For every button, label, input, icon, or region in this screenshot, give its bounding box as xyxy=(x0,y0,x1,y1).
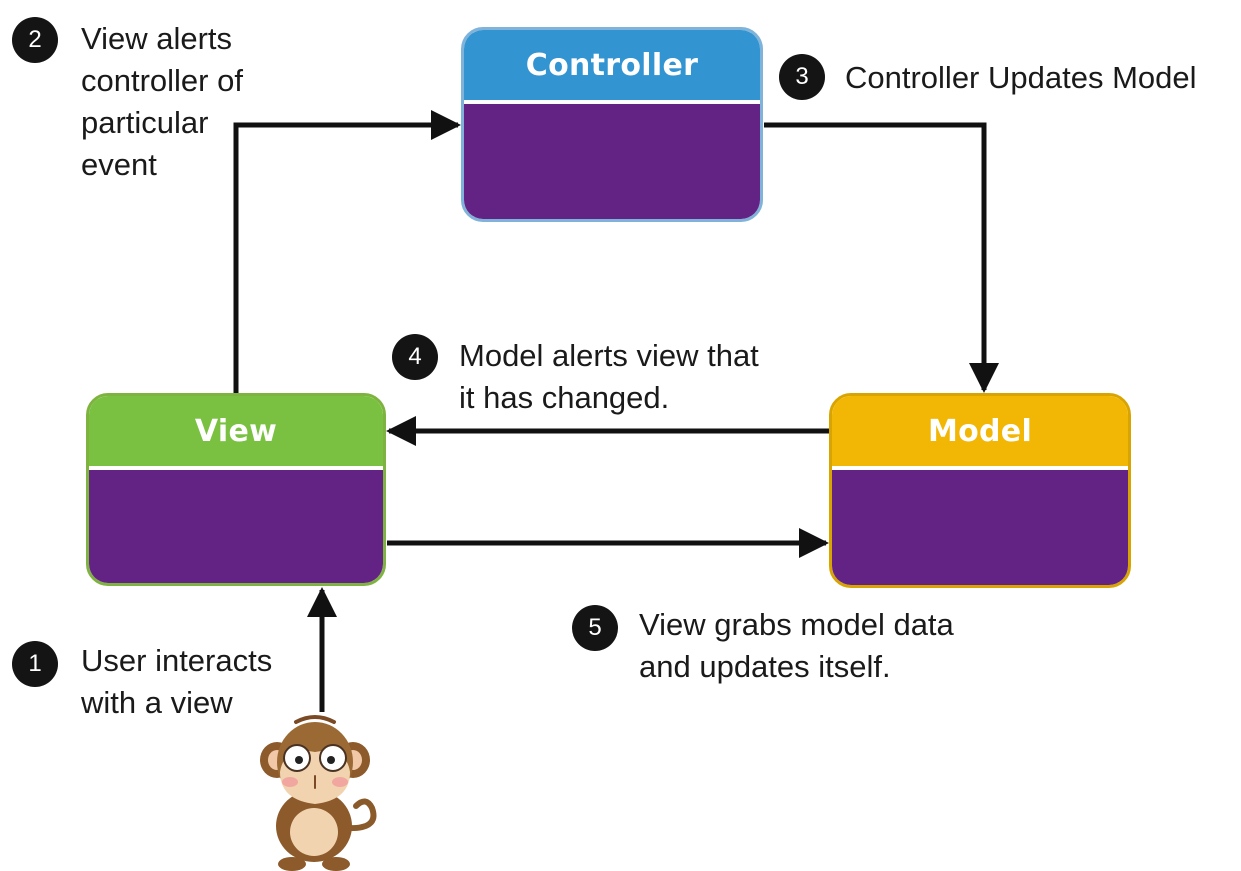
step-1-badge: 1 xyxy=(12,641,58,687)
step-5-line: and updates itself. xyxy=(639,649,891,684)
view-box: View xyxy=(86,393,386,586)
step-2-line: View alerts xyxy=(81,21,233,56)
step-5-line: View grabs model data xyxy=(639,607,954,642)
step-2-line: particular xyxy=(81,105,209,140)
step-3-badge: 3 xyxy=(779,54,825,100)
step-1-line: with a view xyxy=(81,685,233,720)
step-2-badge: 2 xyxy=(12,17,58,63)
step-5-label: View grabs model data and updates itself… xyxy=(639,604,954,688)
arrow-view-to-controller xyxy=(233,110,461,393)
step-3-line: Controller Updates Model xyxy=(845,60,1197,95)
step-4-line: it has changed. xyxy=(459,380,670,415)
controller-title: Controller xyxy=(464,30,760,100)
model-title: Model xyxy=(832,396,1128,466)
arrow-controller-to-model xyxy=(764,122,999,393)
step-2-line: controller of xyxy=(81,63,243,98)
step-4-line: Model alerts view that xyxy=(459,338,759,373)
controller-body xyxy=(464,104,760,219)
model-box: Model xyxy=(829,393,1131,588)
step-4-badge: 4 xyxy=(392,334,438,380)
controller-box: Controller xyxy=(461,27,763,222)
step-3-label: Controller Updates Model xyxy=(845,57,1197,99)
monkey-icon xyxy=(260,715,377,871)
view-body xyxy=(89,470,383,583)
step-4-label: Model alerts view that it has changed. xyxy=(459,335,759,419)
step-1-label: User interacts with a view xyxy=(81,640,272,724)
view-title: View xyxy=(89,396,383,466)
step-2-line: event xyxy=(81,147,157,182)
step-2-label: View alerts controller of particular eve… xyxy=(81,18,243,186)
model-body xyxy=(832,470,1128,585)
controller-divider xyxy=(464,100,760,104)
step-5-badge: 5 xyxy=(572,605,618,651)
view-divider xyxy=(89,466,383,470)
model-divider xyxy=(832,466,1128,470)
step-1-line: User interacts xyxy=(81,643,273,678)
